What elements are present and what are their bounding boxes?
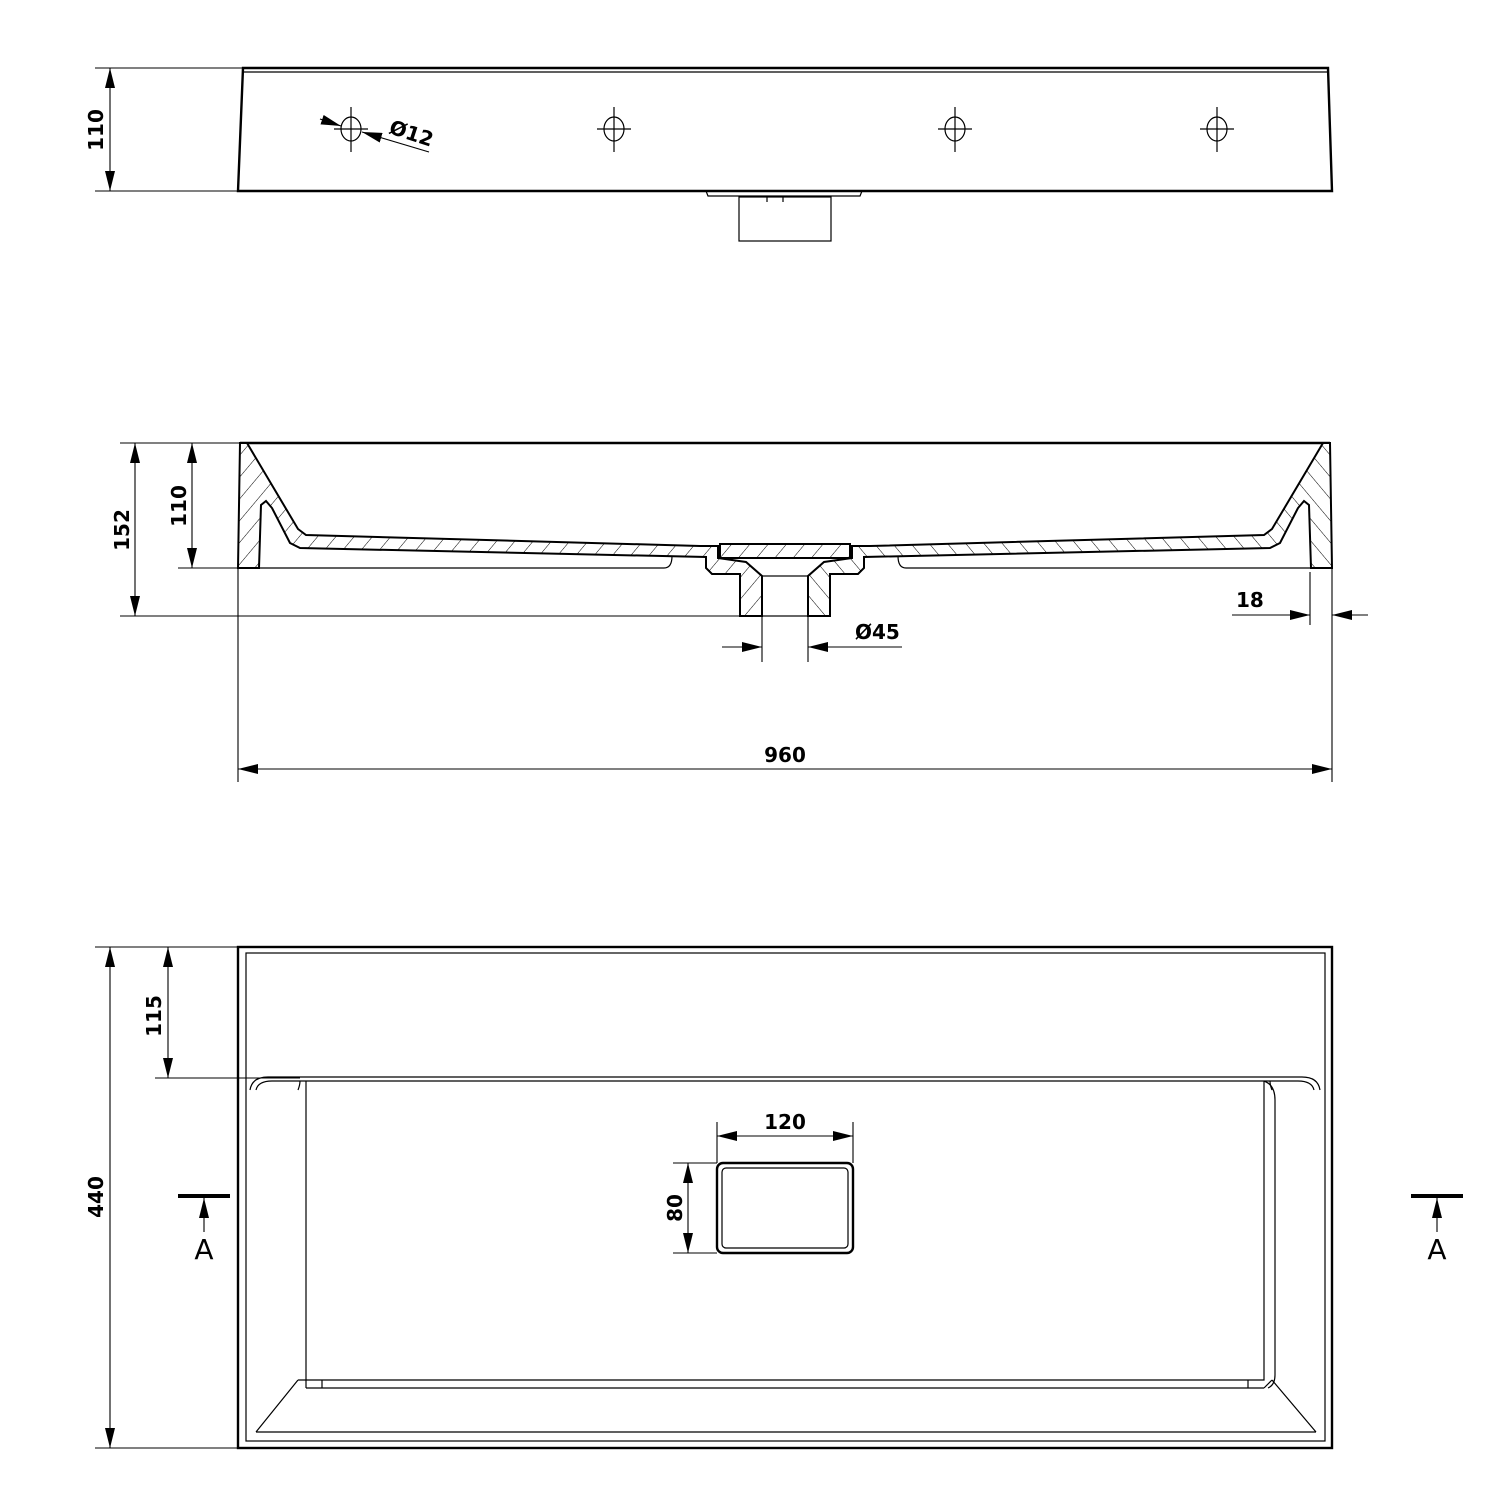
- hole-diameter-dim: Ø12: [386, 115, 436, 152]
- plan-outline: [236, 945, 1334, 1450]
- front-view-outline: [236, 66, 1334, 193]
- tap-hole-1: [334, 107, 368, 152]
- section-total-height-dim: 152: [110, 509, 134, 551]
- drain-cover: [719, 543, 851, 559]
- overflow-height-dim: 80: [663, 1194, 687, 1222]
- section-marker-left: A: [178, 1194, 230, 1266]
- depth-dim: 440: [84, 1176, 108, 1218]
- plan-view: 440 115 120 80 A A: [84, 945, 1463, 1450]
- section-view: 152 110 Ø45 18 960: [110, 441, 1368, 782]
- tap-hole-4: [1200, 107, 1234, 152]
- shelf-edge: [249, 1076, 1321, 1091]
- drain-outlet-front: [705, 190, 863, 242]
- section-right-half: [807, 442, 1334, 617]
- width-dim: 960: [764, 743, 806, 767]
- basin-inner: [305, 1081, 1265, 1381]
- overflow-opening: [715, 1161, 855, 1255]
- front-view: 110 Ø12: [84, 66, 1334, 242]
- section-marker-right: A: [1411, 1194, 1463, 1266]
- front-height-dim: 110: [84, 109, 108, 151]
- wall-thickness-dim: 18: [1236, 588, 1264, 612]
- section-left-half: [236, 442, 763, 617]
- drain-diameter-dim: Ø45: [855, 620, 900, 644]
- shelf-depth-dim: 115: [142, 995, 166, 1037]
- tap-hole-2: [597, 107, 631, 152]
- overflow-width-dim: 120: [764, 1110, 806, 1134]
- svg-text:A: A: [194, 1233, 213, 1266]
- svg-text:A: A: [1427, 1233, 1446, 1266]
- tap-hole-3: [938, 107, 972, 152]
- section-basin-height-dim: 110: [167, 485, 191, 527]
